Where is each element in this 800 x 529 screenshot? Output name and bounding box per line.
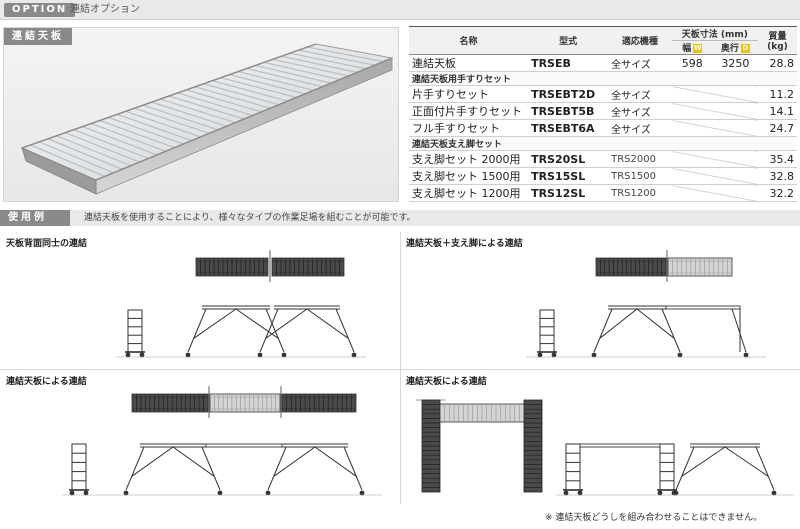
example-plate-connection-b: 連結天板による連結 (406, 374, 796, 506)
table-section-row: 連結天板支え脚セット (409, 136, 797, 151)
col-fit-header: 適応機種 (608, 26, 672, 55)
example-title: 天板背面同士の連結 (6, 239, 88, 249)
side-view (526, 305, 766, 358)
table-row: フル手すりセット TRSEBT6A 全サイズ 24.7 (409, 119, 797, 137)
table-row: 支え脚セット 1500用 TRS15SL TRS1500 32.8 (409, 167, 797, 185)
table-row: 支え脚セット 1200用 TRS12SL TRS1200 32.2 (409, 184, 797, 202)
side-view (62, 443, 382, 496)
product-photo-panel: 連結天板 (3, 27, 399, 202)
usage-description: 連結天板を使用することにより、様々なタイプの作業足場を組むことが可能です。 (84, 213, 416, 223)
col-model-header: 型式 (528, 26, 609, 55)
depth-badge: D (740, 44, 750, 53)
panel-divider-vertical (400, 232, 401, 504)
table-row: 正面付片手すりセット TRSEBT5B 全サイズ 14.1 (409, 102, 797, 120)
table-row: 連結天板 TRSEB 全サイズ 598 3250 28.8 (409, 54, 797, 72)
example-diagram-4 (416, 399, 794, 496)
side-view (556, 443, 794, 496)
example-title: 連結天板による連結 (6, 377, 87, 387)
width-badge: W (693, 44, 703, 53)
table-section-row: 連結天板用手すりセット (409, 71, 797, 86)
photo-tag: 連結天板 (4, 28, 72, 45)
plan-view (131, 386, 357, 418)
plan-view (595, 250, 733, 282)
example-back-to-back: 天板背面同士の連結 (6, 236, 396, 364)
table-row: 支え脚セット 2000用 TRS20SL TRS2000 35.4 (409, 150, 797, 168)
option-header-bar: OPTION 連結オプション (0, 0, 800, 20)
panel-divider-horizontal (0, 369, 800, 370)
plan-view (416, 399, 543, 493)
usage-tag: 使用例 (0, 210, 70, 226)
option-title: 連結オプション (70, 4, 140, 15)
option-tag: OPTION (4, 3, 76, 17)
col-name-header: 名称 (409, 26, 529, 55)
example-plate-and-legs: 連結天板＋支え脚による連結 (406, 236, 796, 364)
example-diagram-2 (526, 250, 766, 358)
example-diagram-3 (62, 386, 382, 496)
example-diagram-1 (116, 250, 366, 358)
example-plate-connection-a: 連結天板による連結 (6, 374, 396, 506)
col-size-header: 天板寸法 (mm) (671, 26, 758, 41)
col-mass-header: 質量 (kg) (757, 26, 797, 55)
footnote: ※ 連結天板どうしを組み合わせることはできません。 (545, 513, 763, 523)
table-row: 片手すりセット TRSEBT2D 全サイズ 11.2 (409, 85, 797, 103)
side-view (116, 305, 366, 358)
plan-view (195, 250, 345, 282)
example-title: 連結天板＋支え脚による連結 (406, 239, 523, 249)
usage-header-bar: 使用例 連結天板を使用することにより、様々なタイプの作業足場を組むことが可能です… (0, 210, 800, 226)
table-header-row: 名称 型式 適応機種 天板寸法 (mm) 質量 (kg) (409, 26, 797, 55)
example-title: 連結天板による連結 (406, 377, 487, 387)
connection-plate-illustration (20, 43, 394, 195)
